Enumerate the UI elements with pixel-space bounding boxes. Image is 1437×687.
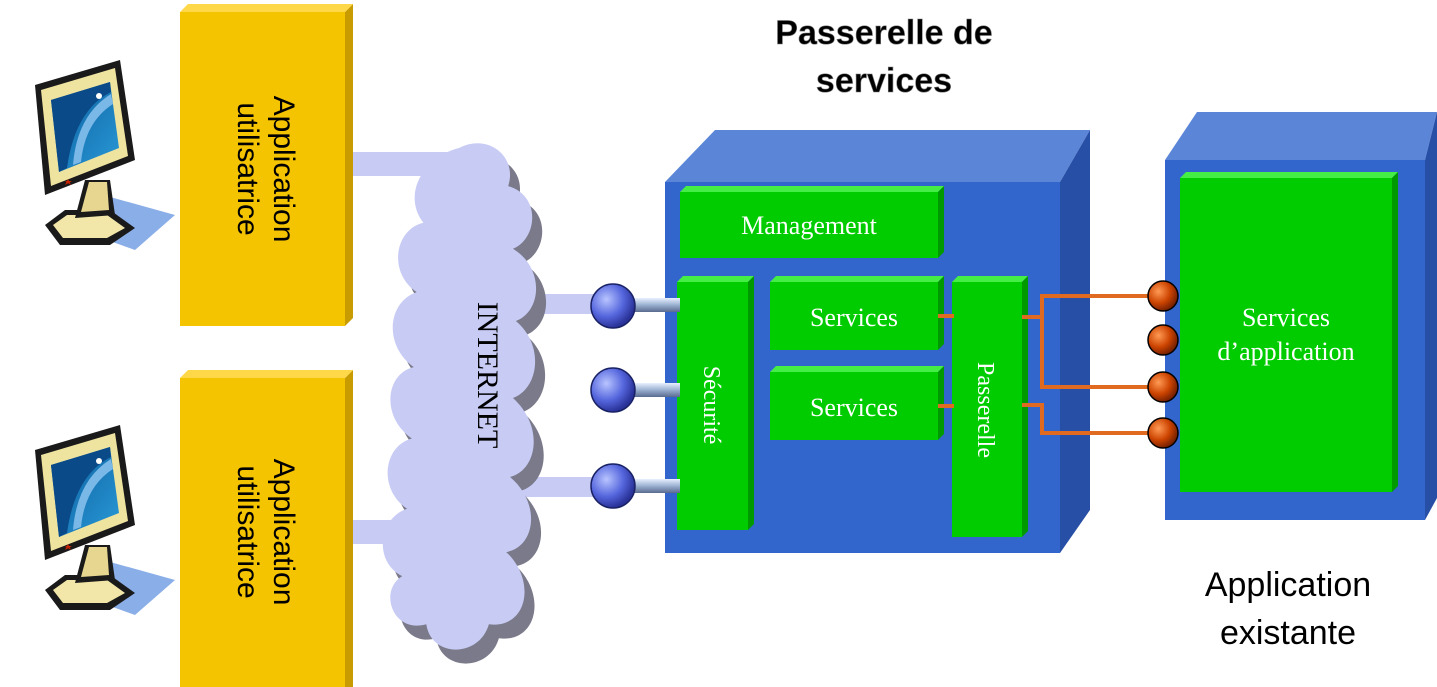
passerelle-links <box>1022 294 1160 435</box>
application-services-block <box>1180 178 1392 492</box>
security-connector-2 <box>590 367 680 413</box>
services-2-link <box>938 404 954 408</box>
orange-connector <box>1147 324 1179 356</box>
management-block <box>680 192 938 258</box>
security-connector-3 <box>590 463 680 509</box>
orange-connector <box>1147 417 1179 449</box>
internet-cloud: INTERNET <box>382 143 547 664</box>
security-label: Sécurité <box>698 366 724 445</box>
app-utilisatrice-2-box <box>180 378 345 687</box>
application-services-label-line-1: Services <box>1242 303 1330 332</box>
services-block-2 <box>770 372 938 440</box>
services-2-label: Services <box>810 393 898 422</box>
existing-app-caption-line-2: existante <box>1220 614 1356 652</box>
app-utilisatrice-2-label-line-2: utilisatrice <box>231 465 264 598</box>
title-line-1: Passerelle de <box>775 14 992 52</box>
existing-application: Services d’application <box>1165 112 1437 520</box>
title-line-2: services <box>816 62 952 100</box>
client-1: Application utilisatrice <box>35 4 353 326</box>
management-label: Management <box>741 211 878 240</box>
security-block <box>677 282 748 530</box>
app-utilisatrice-1-label-line-2: utilisatrice <box>231 102 264 235</box>
internet-label: INTERNET <box>471 302 504 449</box>
services-1-link <box>938 314 954 318</box>
application-services-label-line-2: d’application <box>1217 337 1354 366</box>
passerelle-block <box>952 282 1022 537</box>
computer-monitor-icon <box>35 60 175 250</box>
app-utilisatrice-1-box <box>180 12 345 326</box>
existing-app-caption-line-1: Application <box>1205 566 1371 604</box>
orange-connector <box>1147 280 1179 312</box>
services-block-1 <box>770 282 938 350</box>
app-utilisatrice-1-label-line-1: Application <box>267 96 300 243</box>
orange-connector <box>1147 371 1179 403</box>
existing-app-connectors <box>1147 280 1179 449</box>
services-1-label: Services <box>810 303 898 332</box>
passerelle-label: Passerelle <box>972 362 998 458</box>
client-2: Application utilisatrice <box>35 370 353 687</box>
service-gateway: Management Sécurité Services Services Pa… <box>665 130 1090 553</box>
computer-monitor-icon <box>35 425 175 615</box>
cloud-icon <box>382 143 537 650</box>
security-connector-1 <box>590 283 680 329</box>
app-utilisatrice-2-label-line-1: Application <box>267 459 300 606</box>
